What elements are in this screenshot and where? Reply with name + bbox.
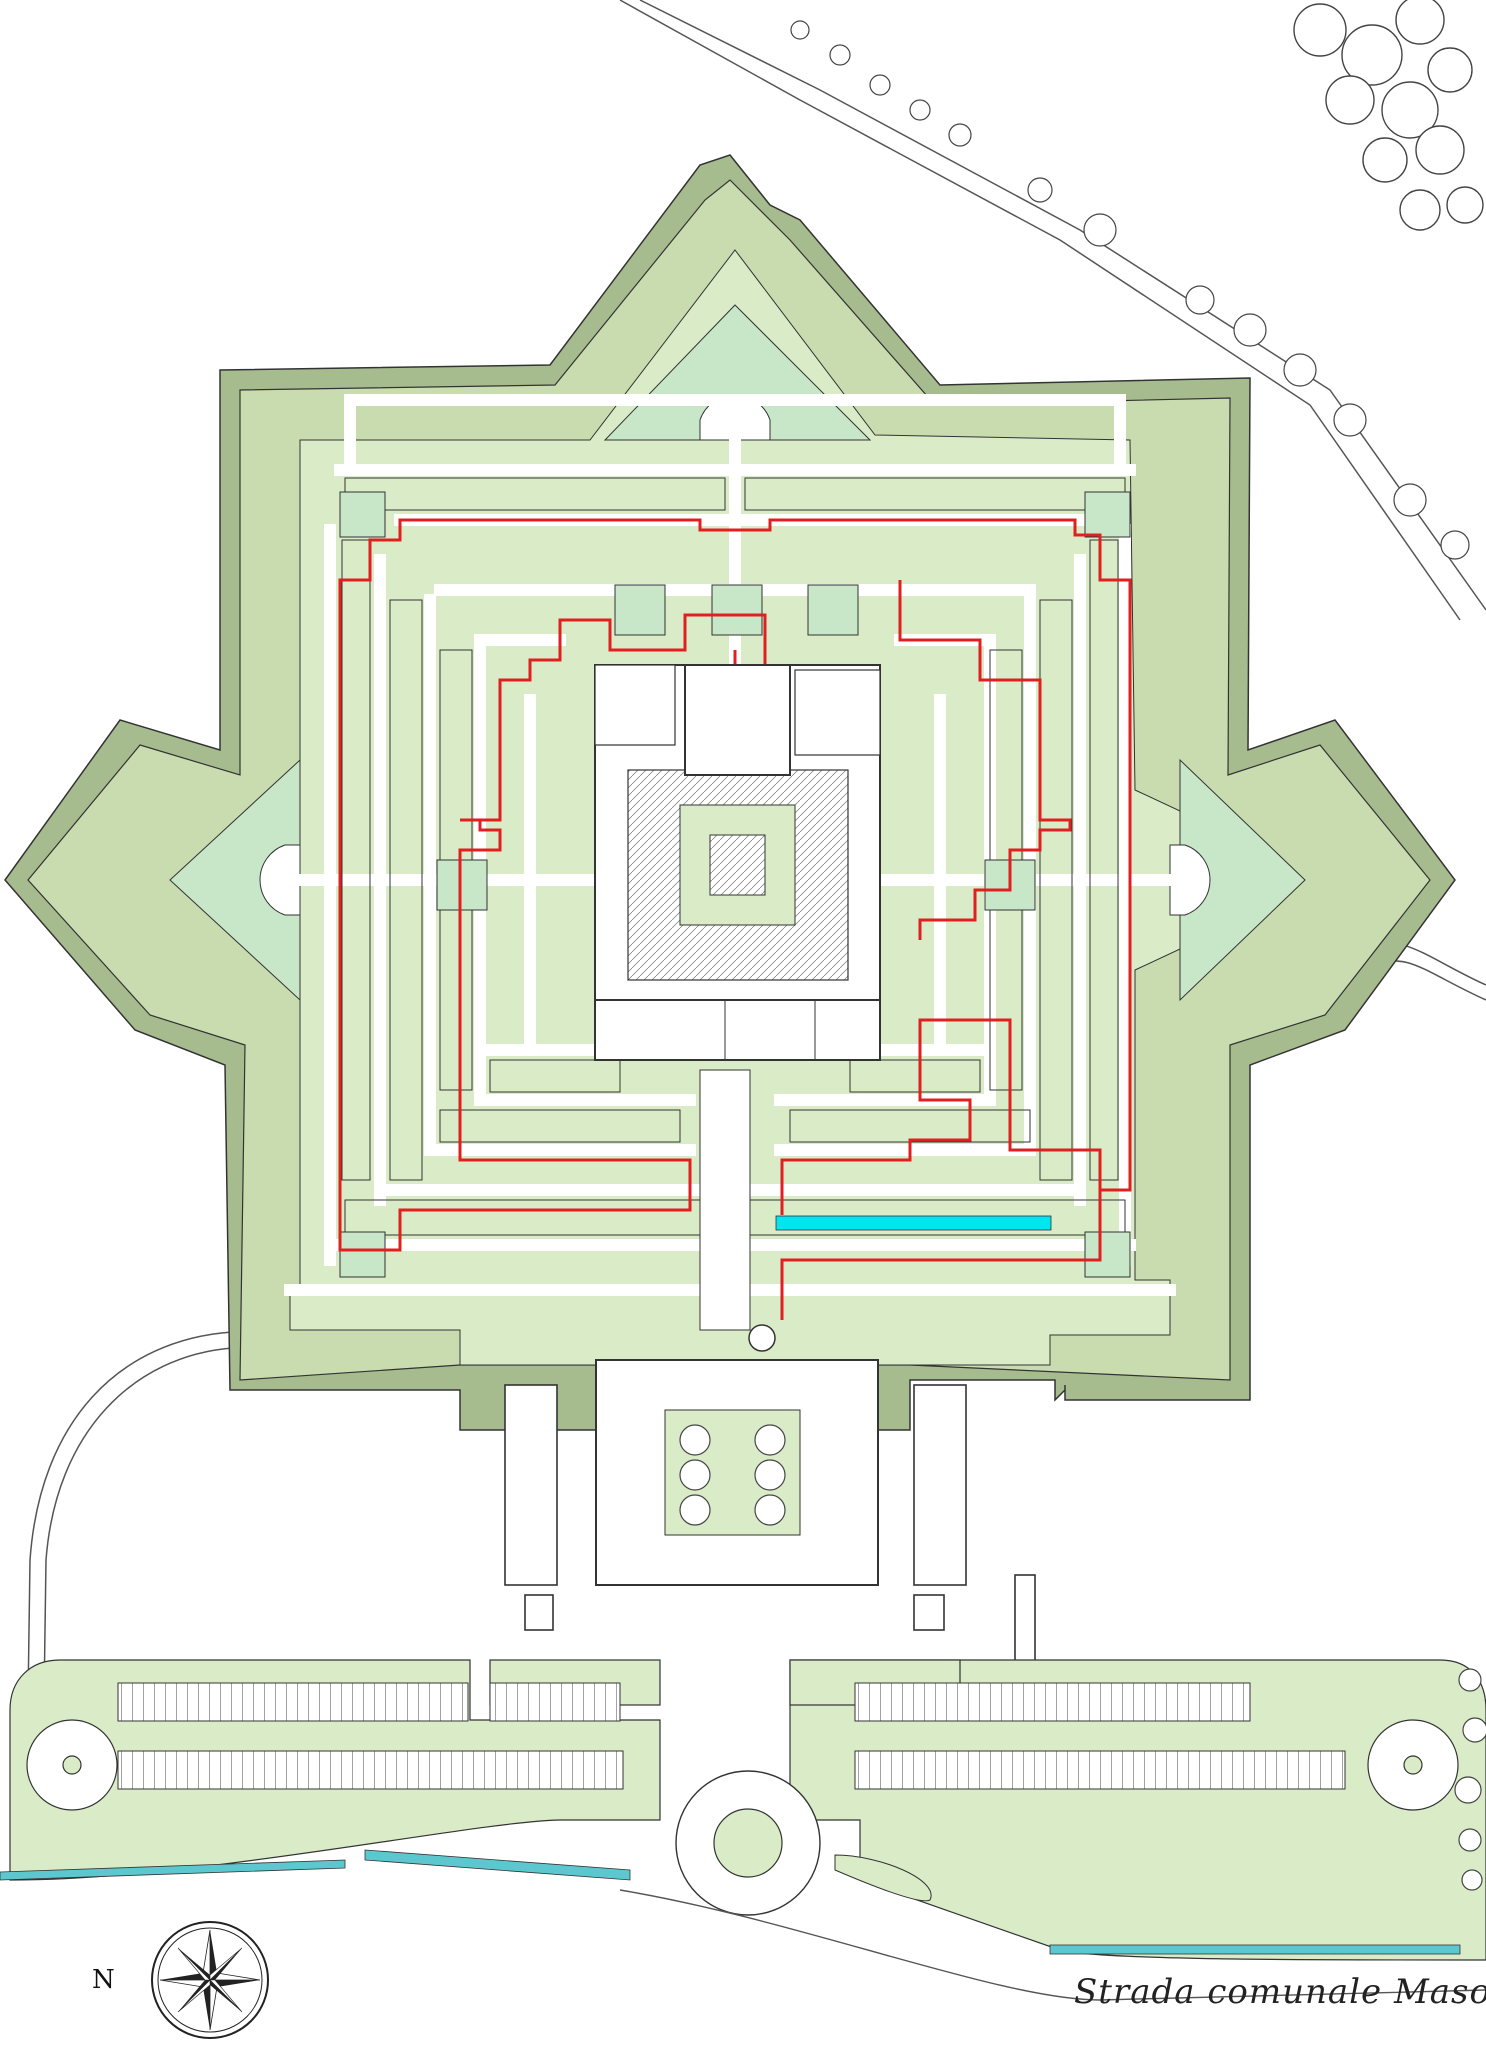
parking-bays — [117, 1682, 1346, 1790]
east-trees — [1454, 1668, 1486, 1891]
tree-cluster — [1293, 0, 1484, 231]
central-palace — [594, 664, 881, 1061]
exedra-east — [1169, 844, 1211, 916]
compass-rose-icon — [151, 1921, 269, 2039]
square-lawns — [339, 491, 1131, 1278]
fountain — [748, 1324, 776, 1352]
road-label: Strada comunale Masone — [1074, 1972, 1486, 2012]
roundabout — [675, 1770, 932, 1916]
south-road — [619, 1889, 1486, 2001]
exedra-west — [259, 844, 301, 916]
maze-route-east — [780, 1018, 1102, 1215]
east-wing — [913, 1384, 1036, 1676]
lower-palace — [595, 1324, 879, 1586]
maze-route-ne — [898, 580, 1072, 940]
water-channel — [775, 1215, 1052, 1231]
maze-route-path — [338, 518, 1132, 1320]
courtyard-trees — [679, 1424, 786, 1526]
north-label: N — [92, 1965, 115, 1995]
canals — [0, 1849, 1461, 1955]
west-wing — [504, 1384, 558, 1631]
tree-row — [790, 20, 1470, 560]
central-avenue — [699, 1069, 751, 1331]
